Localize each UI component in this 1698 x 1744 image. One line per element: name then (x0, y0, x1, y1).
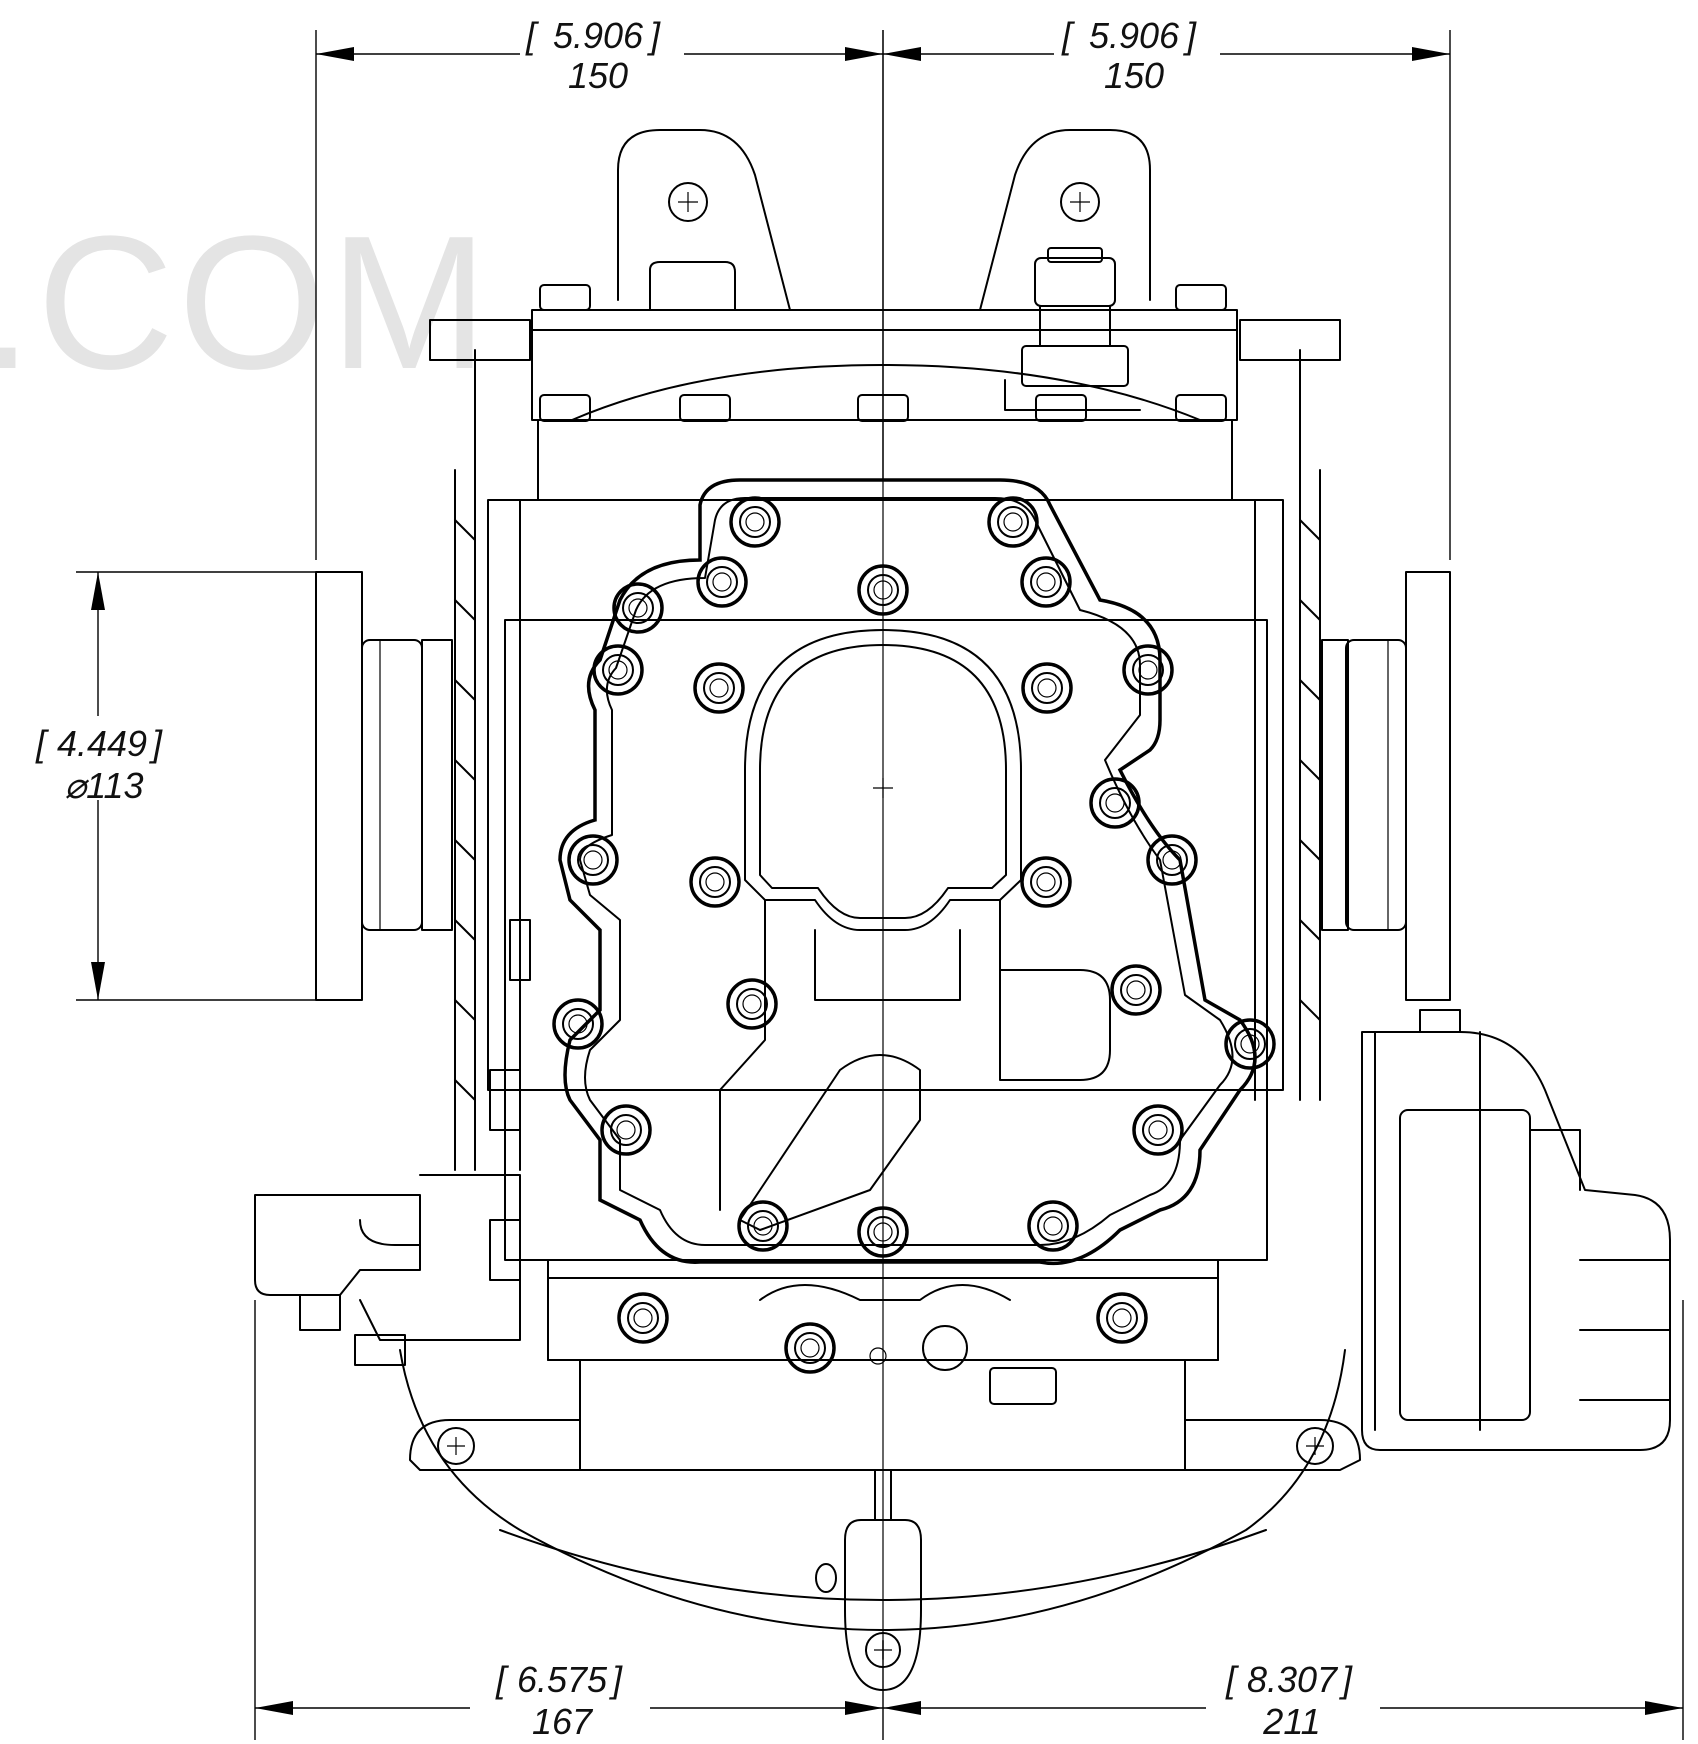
bottom-left-dimension-label: [ 6.575 ] 167 (495, 1659, 623, 1742)
svg-text:]: ] (647, 15, 661, 56)
bolt (1020, 556, 1072, 608)
bolt (1224, 1018, 1276, 1070)
svg-text:[: [ (1225, 1659, 1239, 1700)
svg-text:150: 150 (1104, 55, 1164, 96)
front-cover (558, 478, 1257, 1266)
left-dimension-lines (76, 571, 362, 1001)
bolt (552, 998, 604, 1050)
svg-text:211: 211 (1262, 1701, 1320, 1742)
bolt (857, 564, 909, 616)
bolt (1089, 777, 1141, 829)
bolt (612, 582, 664, 634)
bolt (592, 644, 644, 696)
bolt (737, 1200, 789, 1252)
bolt (1020, 856, 1072, 908)
bolt (857, 1206, 909, 1258)
bolt (1132, 1104, 1184, 1156)
bolt (567, 834, 619, 886)
starter-module (1361, 1009, 1671, 1451)
internal-ribs (719, 899, 1111, 1231)
svg-text:[: [ (35, 723, 49, 764)
top-bolt-heads (539, 284, 1227, 422)
svg-text:⌀113: ⌀113 (64, 765, 143, 806)
side-block-left (315, 571, 363, 1001)
bolt (617, 1292, 669, 1344)
bolt (729, 496, 781, 548)
bolt (689, 856, 741, 908)
svg-text:[: [ (1061, 15, 1075, 56)
top-right-dimension-label: [ 5.906 ] 150 (1061, 15, 1197, 96)
top-left-dimension-label: [ 5.906 ] 150 (525, 15, 661, 96)
bottom-right-dimension-label: [ 8.307 ] 211 (1225, 1659, 1353, 1742)
svg-text:]: ] (1339, 1659, 1353, 1700)
svg-text:]: ] (149, 723, 163, 764)
svg-text:5.906: 5.906 (553, 15, 644, 56)
left-dimension-label: [ 4.449 ] ⌀113 (35, 723, 163, 806)
bolt (696, 556, 748, 608)
svg-text:167: 167 (532, 1701, 594, 1742)
svg-text:4.449: 4.449 (57, 723, 147, 764)
svg-text:5.906: 5.906 (1089, 15, 1180, 56)
lifting-bracket-left (617, 129, 791, 311)
top-cover-plate (429, 309, 1341, 501)
bolt (1122, 644, 1174, 696)
bolt (726, 978, 778, 1030)
svg-text:[: [ (525, 15, 539, 56)
svg-text:]: ] (1183, 15, 1197, 56)
svg-text:[: [ (495, 1659, 509, 1700)
drain-boss (815, 1469, 922, 1691)
bolt (1110, 964, 1162, 1016)
svg-text:]: ] (609, 1659, 623, 1700)
bolt (784, 1322, 836, 1374)
bolt (693, 662, 745, 714)
bolt (1146, 834, 1198, 886)
bolt (600, 1104, 652, 1156)
bolt (1096, 1292, 1148, 1344)
cooling-fins-right (1254, 349, 1321, 1101)
cover-bolts (552, 496, 1276, 1374)
bolt (1027, 1200, 1079, 1252)
side-plate-left (361, 639, 453, 931)
sensor-connector (1004, 247, 1141, 411)
lower-bolt-bar (547, 1277, 1219, 1405)
oil-pan (399, 1349, 1361, 1631)
svg-text:150: 150 (568, 55, 628, 96)
svg-text:8.307: 8.307 (1247, 1659, 1339, 1700)
side-plate-right (1321, 571, 1451, 1001)
bolt (1021, 662, 1073, 714)
crankshaft-opening (744, 629, 1022, 931)
lower-left-fasteners (489, 919, 531, 1281)
svg-text:6.575: 6.575 (517, 1659, 608, 1700)
left-mount-bracket (254, 1174, 521, 1366)
bottom-dimension-lines (254, 1300, 1684, 1740)
lifting-bracket-right (979, 129, 1151, 311)
bolt (987, 496, 1039, 548)
watermark-text: .COM (0, 197, 492, 409)
